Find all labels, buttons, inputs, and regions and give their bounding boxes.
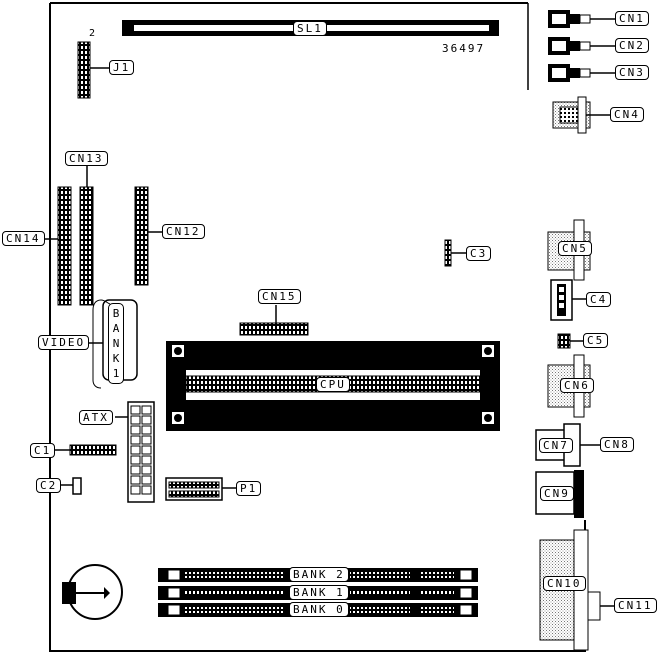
battery	[62, 564, 123, 620]
cn14-header	[57, 186, 72, 306]
cn15-label: CN15	[258, 289, 301, 304]
c4-label: C4	[586, 292, 612, 307]
j1-label: J1	[109, 60, 135, 75]
video-label: VIDEO	[38, 335, 90, 350]
c5-header	[557, 333, 583, 349]
cn14-label: CN14	[2, 231, 45, 246]
c4-header	[550, 279, 587, 321]
c1-label: C1	[30, 443, 56, 458]
cn1-label: CN1	[615, 11, 649, 26]
cn12-header	[134, 186, 149, 286]
bank-letter: 1	[112, 367, 120, 380]
cn7-label: CN7	[539, 438, 573, 453]
cn3-label: CN3	[615, 65, 649, 80]
sl1-label: SL1	[293, 21, 327, 36]
cn9-label: CN9	[540, 486, 574, 501]
bank-letter: A	[112, 322, 120, 335]
bank1-label: BANK 1	[289, 585, 349, 600]
c2-header	[72, 477, 82, 495]
cn6-label: CN6	[560, 378, 594, 393]
cn12-label: CN12	[162, 224, 205, 239]
bank1-vertical-label: B A N K 1	[108, 303, 124, 384]
c1-header	[69, 444, 117, 456]
atx-connector	[115, 401, 155, 503]
cn4-connector	[552, 96, 612, 134]
bank0-label: BANK 0	[289, 602, 349, 617]
cn11-label: CN11	[614, 598, 657, 613]
c5-label: C5	[583, 333, 609, 348]
c3-label: C3	[466, 246, 492, 261]
board-id: 36497	[442, 42, 486, 55]
cn4-label: CN4	[610, 107, 644, 122]
cn2-jack	[548, 37, 615, 55]
cn2-label: CN2	[615, 38, 649, 53]
c2-label: C2	[36, 478, 62, 493]
cn3-jack	[548, 64, 615, 82]
bank-letter: K	[112, 352, 120, 365]
cn10-label: CN10	[543, 576, 586, 591]
j1-header	[77, 41, 91, 99]
bank-letter: B	[112, 307, 120, 320]
atx-label: ATX	[79, 410, 113, 425]
cn15-header	[239, 322, 309, 336]
cn5-label: CN5	[558, 241, 592, 256]
p1-header	[165, 477, 237, 501]
cn13-header	[79, 186, 94, 306]
p1-label: P1	[236, 481, 262, 496]
cn8-label: CN8	[600, 437, 634, 452]
bank-letter: N	[112, 337, 120, 350]
j1-pin-marker: 2	[89, 28, 98, 39]
bank2-label: BANK 2	[289, 567, 349, 582]
cn13-label: CN13	[65, 151, 108, 166]
cpu-label: CPU	[316, 377, 350, 392]
cn1-jack	[548, 10, 615, 28]
c3-header	[444, 239, 452, 267]
